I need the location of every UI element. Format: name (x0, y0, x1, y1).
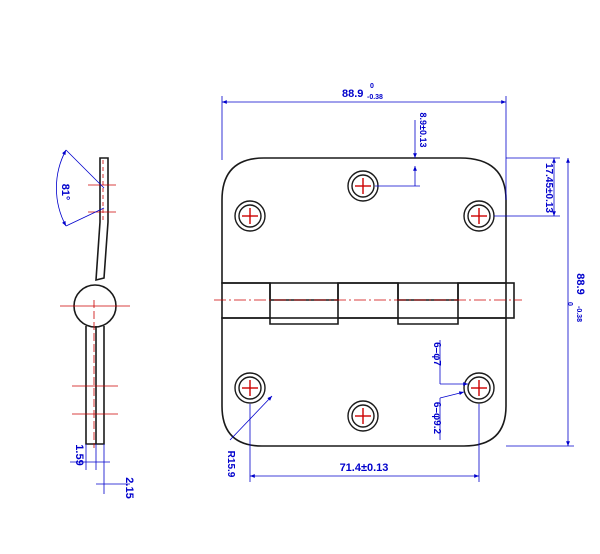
angle-dimension-label: 81° (59, 184, 71, 201)
large-hole-callout: 6–φ9.2 (431, 402, 442, 435)
side-view (73, 157, 117, 445)
small-hole-callout: 6–φ7 (431, 342, 442, 366)
overall-width-value: 88.9 (342, 88, 363, 100)
side-hole-offset-label: 17.45±0.13 (543, 163, 554, 213)
overall-height-value: 88.9 (574, 273, 586, 294)
side-view-lower-leaf (85, 326, 105, 445)
overall-height-lower-tolerance: -0.38 (575, 306, 582, 322)
side-view-dimension-lines (56, 149, 130, 494)
side-view-upper-leaf (95, 157, 109, 282)
screw-hole-top-center (347, 170, 379, 202)
screw-holes (234, 170, 495, 432)
lower-leaf-outline (221, 317, 507, 447)
screw-hole-top-right (463, 200, 495, 232)
hole-spacing-label: 71.4±0.13 (340, 462, 389, 474)
top-hole-offset-label: 8.9±0.13 (418, 113, 428, 148)
knuckle-offset-dimension-label: 2.15 (123, 477, 135, 498)
front-view (221, 157, 515, 447)
side-view-centerlines (60, 160, 130, 448)
screw-hole-bottom-center (347, 400, 379, 432)
overall-width-lower-tolerance: -0.38 (367, 94, 383, 101)
thickness-dimension-label: 1.59 (73, 444, 85, 465)
overall-width-upper-tolerance: 0 (370, 83, 374, 90)
screw-hole-bottom-left (234, 372, 266, 404)
screw-hole-top-left (234, 200, 266, 232)
front-view-dimension-lines (221, 96, 574, 482)
upper-leaf-outline (221, 157, 507, 301)
screw-hole-bottom-right (463, 372, 495, 404)
overall-height-upper-tolerance: 0 (566, 302, 573, 306)
hinge-pin (221, 282, 515, 319)
corner-radius-label: R15.9 (225, 451, 236, 478)
